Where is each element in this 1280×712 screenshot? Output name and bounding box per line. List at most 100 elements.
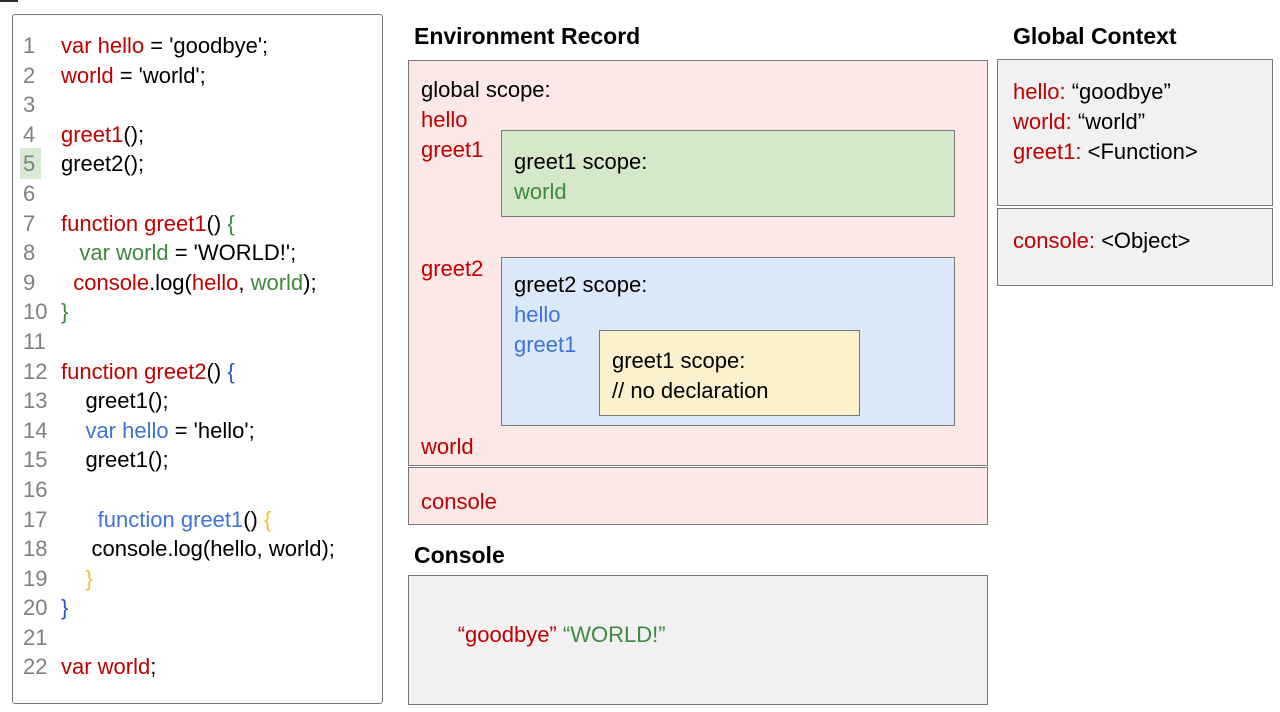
code-line: 2 world = 'world'; <box>23 61 382 91</box>
greet2-scope-box: greet2 scope: hello greet1 greet1 scope:… <box>501 257 955 426</box>
code-text: console.log(hello, world); <box>61 268 317 298</box>
line-number-text: 18 <box>23 536 48 562</box>
code-text: console.log(hello, world); <box>61 534 335 564</box>
line-number-text: 2 <box>23 62 36 88</box>
line-number: 7 <box>23 209 61 239</box>
global-var-world: world <box>421 434 474 459</box>
line-number-text: 3 <box>23 92 36 118</box>
code-token: = 'world'; <box>113 62 206 88</box>
code-line: 14 var hello = 'hello'; <box>23 416 382 446</box>
code-line: 18 console.log(hello, world); <box>23 534 382 564</box>
code-token: { <box>227 210 235 236</box>
global-context-title: Global Context <box>1013 23 1177 49</box>
gc-entry-name: world: <box>1013 109 1072 134</box>
console-output-line: “goodbye” “WORLD!” <box>421 590 987 680</box>
line-number-text: 7 <box>23 210 36 236</box>
inner-greet1-scope-label: greet1 scope: <box>612 348 746 373</box>
code-line: 8 var world = 'WORLD!'; <box>23 238 382 268</box>
line-number: 11 <box>23 327 61 357</box>
gc-entry-value: “world” <box>1077 109 1146 134</box>
line-number: 5 <box>20 148 61 180</box>
gc-entry-name: console: <box>1013 228 1095 253</box>
gc-entry-value: <Object> <box>1101 228 1191 253</box>
line-number-text: 15 <box>23 447 48 473</box>
code-token: (); <box>123 121 145 147</box>
console-output-world: “WORLD!” <box>556 622 666 647</box>
code-line: 20} <box>23 593 382 623</box>
line-number-text: 8 <box>23 240 36 266</box>
global-context-box: hello: “goodbye” world: “world” greet1: … <box>997 59 1273 206</box>
gc-entry-value: “goodbye” <box>1071 79 1171 104</box>
code-text: world = 'world'; <box>61 61 206 91</box>
highlighted-line-number: 5 <box>20 148 42 180</box>
console-title: Console <box>414 542 505 568</box>
code-token: console <box>61 269 150 295</box>
line-number: 4 <box>23 120 61 150</box>
code-token: () <box>243 506 264 532</box>
console-output-box: “goodbye” “WORLD!” <box>408 575 988 705</box>
line-number: 2 <box>23 61 61 91</box>
global-scope-box: global scope: hello greet1 greet1 scope:… <box>408 60 988 466</box>
line-number-text: 4 <box>23 121 36 147</box>
line-number: 17 <box>23 505 61 535</box>
line-number-text: 20 <box>23 595 48 621</box>
code-line: 11 <box>23 327 382 357</box>
code-text: } <box>61 564 92 594</box>
line-number-text: 17 <box>23 506 48 532</box>
code-token: greet1 <box>61 121 124 147</box>
code-line: 21 <box>23 623 382 653</box>
global-scope-label: global scope: <box>421 77 551 102</box>
code-token: var hello <box>61 417 169 443</box>
line-number: 16 <box>23 475 61 505</box>
line-number-text: 19 <box>23 565 48 591</box>
code-token: world <box>250 269 304 295</box>
line-number: 10 <box>23 297 61 327</box>
code-token: } <box>61 595 69 621</box>
code-token: ); <box>303 269 317 295</box>
code-token: () <box>206 210 228 236</box>
gc-entry-value: <Function> <box>1087 139 1198 164</box>
code-token: function greet2 <box>61 358 207 384</box>
code-line: 4 greet1(); <box>23 120 382 150</box>
gc-entry-name: hello: <box>1013 79 1066 104</box>
line-number: 21 <box>23 623 61 653</box>
code-token: greet1(); <box>61 447 169 473</box>
inner-greet1-scope-comment: // no declaration <box>612 378 769 403</box>
inner-greet1-scope-box: greet1 scope: // no declaration <box>599 330 860 416</box>
global-var-hello: hello <box>421 107 468 132</box>
code-token: greet2(); <box>61 151 145 177</box>
line-number: 9 <box>23 268 61 298</box>
code-token: hello <box>191 269 239 295</box>
gc-entry-hello: hello: “goodbye” <box>1013 77 1272 107</box>
code-text: greet2(); <box>61 149 144 179</box>
code-line: 19 } <box>23 564 382 594</box>
code-text: } <box>61 593 68 623</box>
gc-entry-greet1: greet1: <Function> <box>1013 137 1272 167</box>
code-text: var hello = 'hello'; <box>61 416 254 446</box>
greet1-scope-label: greet1 scope: <box>514 149 648 174</box>
code-text: greet1(); <box>61 445 169 475</box>
code-line: 17 function greet1() { <box>23 505 382 535</box>
code-text: function greet1() { <box>61 505 272 535</box>
console-output-goodbye: “goodbye” <box>457 622 557 647</box>
code-token: = 'WORLD!'; <box>168 240 297 266</box>
line-number-text: 21 <box>23 624 48 650</box>
code-text: var world = 'WORLD!'; <box>61 238 296 268</box>
greet2-scope-var-hello: hello <box>514 302 561 327</box>
line-number-text: 9 <box>23 269 36 295</box>
line-number: 1 <box>23 31 61 61</box>
code-token: function greet1 <box>61 506 244 532</box>
code-text: var hello = 'goodbye'; <box>61 31 268 61</box>
line-number-text: 10 <box>23 299 48 325</box>
line-number: 18 <box>23 534 61 564</box>
greet1-scope-box: greet1 scope: world <box>501 130 955 217</box>
gc-entry-world: world: “world” <box>1013 107 1272 137</box>
global-var-greet2: greet2 <box>421 256 484 281</box>
gc-entry-console: console: <Object> <box>1013 226 1272 256</box>
line-number: 6 <box>23 179 61 209</box>
code-text: greet1(); <box>61 386 168 416</box>
code-line: 6 <box>23 179 382 209</box>
